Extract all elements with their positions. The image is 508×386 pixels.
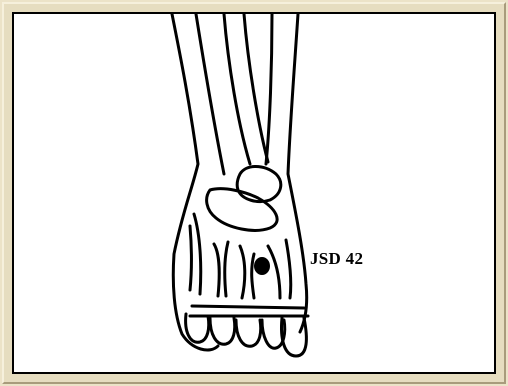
- metatarsal-2: [214, 244, 219, 296]
- metatarsal-4: [252, 254, 254, 298]
- toe-1: [186, 314, 209, 342]
- shin-line: [266, 14, 272, 164]
- acupoint-marker: [254, 257, 270, 275]
- leg-outline-left: [172, 14, 218, 350]
- tibia-line: [196, 14, 224, 174]
- metatarsal-1b: [190, 226, 192, 290]
- fibula-line-2: [244, 14, 268, 162]
- acupoint-label: JSD 42: [310, 249, 363, 269]
- metatarsal-heads-line: [192, 306, 304, 308]
- metatarsal-2b: [225, 242, 228, 296]
- metatarsal-1: [194, 214, 201, 294]
- toe-3: [236, 320, 261, 346]
- metatarsal-6: [286, 240, 291, 298]
- illustration-panel: JSD 42: [12, 12, 496, 374]
- talus-bone: [237, 167, 281, 202]
- foot-dorsum-icon: [14, 14, 494, 372]
- toe-2: [210, 318, 235, 344]
- metatarsal-5: [268, 246, 280, 298]
- metatarsal-3: [240, 246, 245, 298]
